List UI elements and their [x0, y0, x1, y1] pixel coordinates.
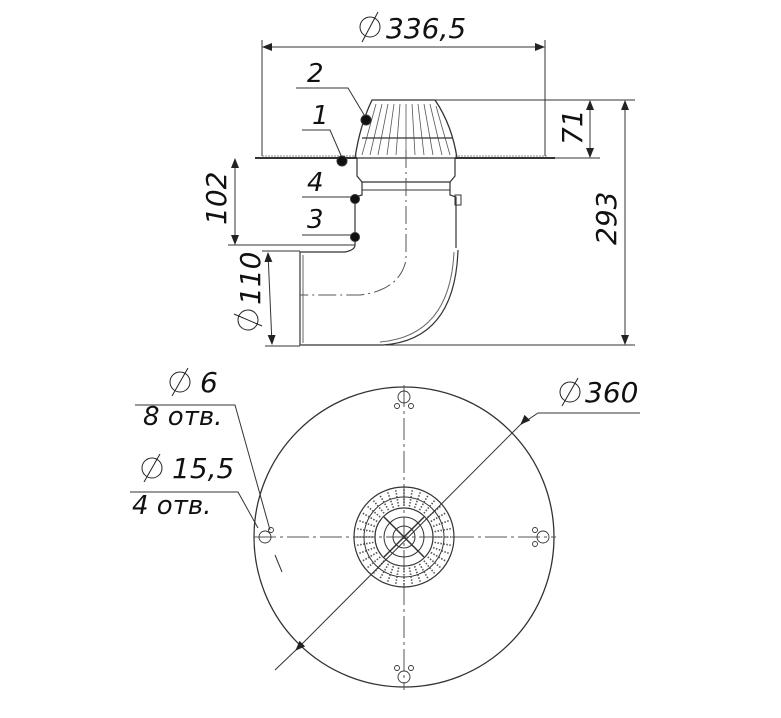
grate-slot [418, 494, 430, 511]
dim-flange-label: 336,5 [359, 11, 466, 45]
dimension-lines [228, 40, 635, 347]
callout-2: 2 [307, 59, 324, 89]
flange-diameter-value: 336,5 [386, 12, 466, 45]
dim-110 [264, 252, 276, 345]
small-hole-count: 8 отв. [143, 402, 222, 432]
dome-height-value: 71 [556, 109, 589, 145]
grate-slot [430, 551, 447, 563]
side-view [255, 99, 555, 346]
top-view [130, 385, 640, 690]
grate-ribs [361, 103, 451, 156]
large-hole-count: 4 отв. [132, 491, 211, 521]
callouts [296, 87, 372, 242]
grate-slot [394, 488, 400, 507]
grate-slot [386, 490, 395, 509]
grate-slot [386, 565, 395, 584]
body-height-value: 102 [200, 172, 233, 225]
disc-diameter-value: 360 [585, 376, 638, 409]
grate-slot [394, 567, 400, 586]
callout-dot-4 [350, 194, 360, 204]
callout-dot-3 [350, 232, 360, 242]
top-view-labels: 360 6 8 отв. 15,5 4 отв. [132, 366, 638, 521]
large-hole-diameter: 15,5 [172, 452, 234, 485]
grate-slot [430, 511, 447, 523]
grate-slot [361, 551, 378, 563]
grate-slot [408, 567, 414, 586]
central-grate [353, 486, 455, 588]
callout-dot-2 [360, 114, 372, 126]
callout-4: 4 [307, 168, 324, 198]
grate-slot [378, 563, 390, 580]
total-height-value: 293 [590, 192, 623, 245]
mounting-holes [258, 390, 550, 684]
diameter-symbol [359, 16, 381, 38]
grate-slot [361, 511, 378, 523]
callout-dot-1 [336, 155, 348, 167]
grate-slot [423, 560, 437, 576]
grate-slot [432, 546, 451, 555]
outlet-diameter-label: 110 [233, 252, 267, 331]
grate-slot [357, 546, 376, 555]
grate-slot [418, 563, 430, 580]
grate-slot [371, 498, 385, 514]
grate-slot [432, 519, 451, 528]
grate-slot [423, 498, 437, 514]
grate-slot [413, 565, 422, 584]
grate-slot [365, 556, 381, 570]
small-hole-diameter: 6 [200, 366, 218, 399]
grate-slot [408, 488, 414, 507]
callout-3: 3 [307, 205, 324, 235]
grate-slot [427, 556, 443, 570]
callout-1: 1 [312, 101, 329, 131]
outlet-diameter-value: 110 [234, 252, 267, 305]
grate-slot [413, 490, 422, 509]
grate-slot [365, 504, 381, 518]
grate-slot [378, 494, 390, 511]
grate-slot [357, 519, 376, 528]
